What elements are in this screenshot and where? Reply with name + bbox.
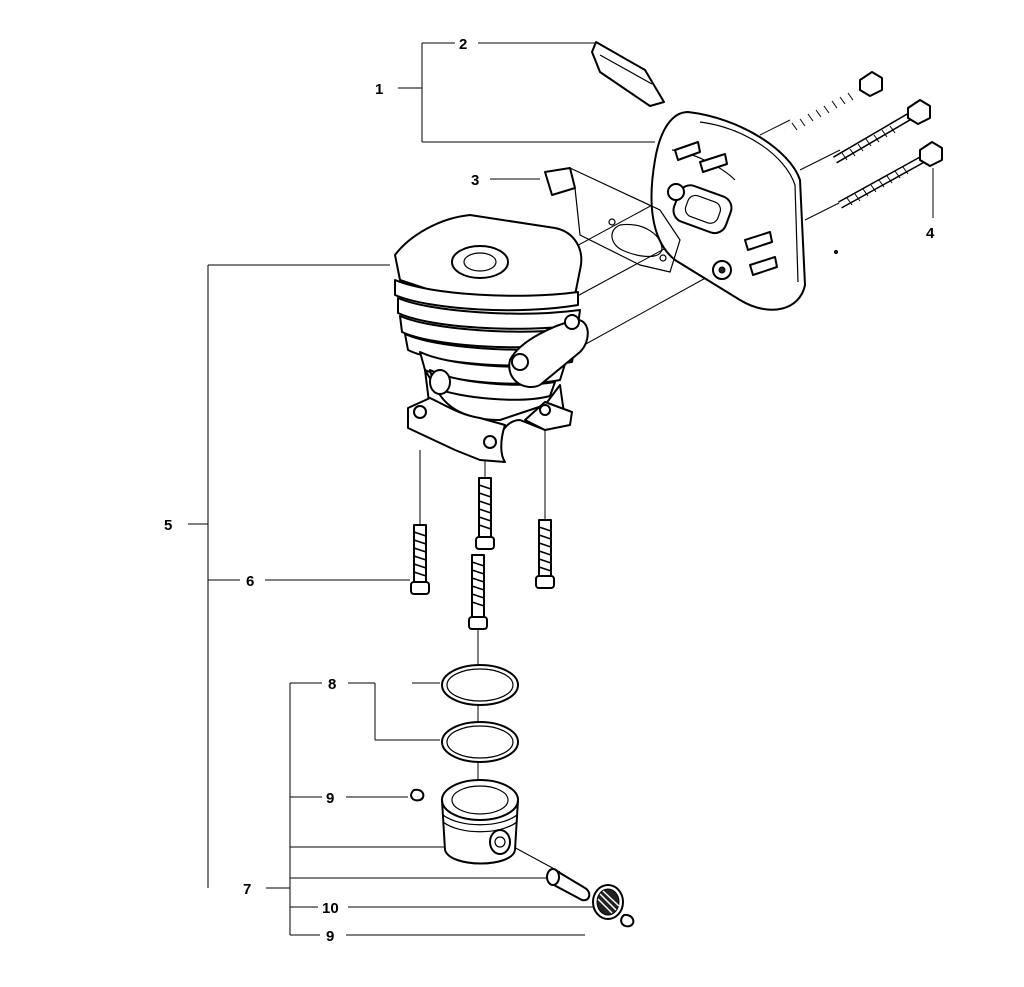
muffler-icon [650, 111, 838, 311]
callout-2: 2 [459, 36, 467, 53]
callout-5: 5 [164, 517, 172, 534]
ring-icon [441, 664, 519, 763]
callout-6: 6 [246, 573, 254, 590]
leader-lines [188, 42, 934, 936]
callout-9-bottom: 9 [326, 928, 334, 945]
callout-labels: 1 2 3 4 5 6 7 8 9 10 9 [164, 36, 935, 945]
circlip-icon [410, 788, 635, 928]
callout-9-top: 9 [326, 790, 334, 807]
screw-icon [410, 477, 555, 630]
callout-10: 10 [322, 900, 339, 917]
callout-3: 3 [471, 172, 479, 189]
callout-4: 4 [926, 225, 935, 242]
callout-7: 7 [243, 881, 251, 898]
plate-icon [591, 41, 665, 107]
cylinder-icon [394, 214, 589, 463]
piston-icon [441, 779, 519, 865]
callout-8: 8 [328, 676, 336, 693]
clip-icon [544, 167, 681, 273]
bearing-icon [592, 884, 624, 920]
piston-pin-icon [546, 868, 591, 902]
bolt-icon [783, 71, 943, 209]
callout-1: 1 [375, 81, 383, 98]
